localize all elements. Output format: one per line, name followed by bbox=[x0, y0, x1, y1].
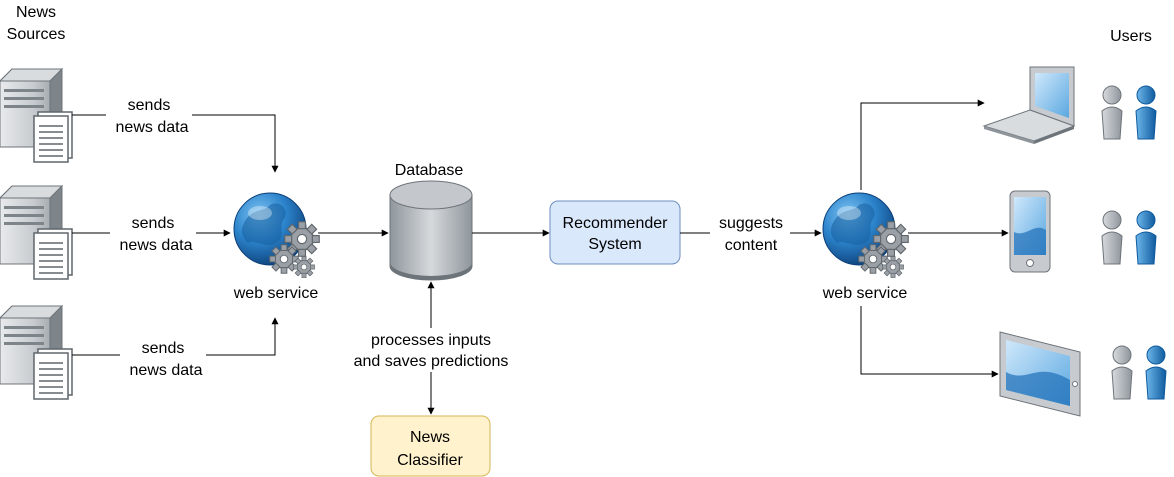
news-classifier-box[interactable]: News Classifier bbox=[370, 415, 491, 477]
web-service-right[interactable]: web service bbox=[822, 193, 908, 302]
database-label: Database bbox=[395, 162, 464, 179]
tablet-icon[interactable] bbox=[1009, 190, 1051, 273]
database-icon bbox=[389, 180, 473, 281]
svg-text:news data: news data bbox=[130, 362, 203, 379]
edge-webservice-to-laptop bbox=[860, 99, 985, 190]
svg-text:sends: sends bbox=[142, 340, 185, 357]
edge-label-sends-2: sends news data bbox=[110, 212, 196, 254]
svg-text:content: content bbox=[725, 237, 778, 254]
user-pair-icon bbox=[1101, 85, 1157, 140]
laptop-icon[interactable] bbox=[982, 66, 1076, 144]
svg-text:Sources: Sources bbox=[7, 26, 66, 43]
news-source-1[interactable] bbox=[0, 68, 73, 163]
document-icon bbox=[33, 228, 73, 280]
edge-label-sends-3: sends news data bbox=[120, 338, 206, 380]
user-pair-icon bbox=[1101, 210, 1157, 265]
svg-text:sends: sends bbox=[128, 97, 171, 114]
globe-gears-icon bbox=[234, 193, 319, 278]
edge-webservice-to-wide-tablet bbox=[860, 306, 999, 378]
database[interactable]: Database bbox=[389, 162, 473, 281]
user-pair-icon bbox=[1111, 345, 1167, 400]
users-title: Users bbox=[1110, 28, 1152, 45]
svg-text:Recommender: Recommender bbox=[563, 215, 669, 232]
wide-tablet-icon[interactable] bbox=[999, 331, 1081, 417]
recommender-system-box[interactable]: Recommender System bbox=[549, 200, 681, 265]
svg-text:news data: news data bbox=[116, 119, 189, 136]
web-service-left-label: web service bbox=[233, 285, 319, 302]
svg-text:news data: news data bbox=[120, 237, 193, 254]
svg-text:processes inputs: processes inputs bbox=[371, 332, 491, 349]
svg-text:Classifier: Classifier bbox=[397, 452, 463, 469]
globe-gears-icon bbox=[823, 193, 908, 278]
svg-text:suggests: suggests bbox=[719, 215, 783, 232]
document-icon bbox=[33, 111, 73, 163]
edge-label-suggests: suggests content bbox=[710, 212, 790, 254]
edge-label-processes: processes inputs and saves predictions bbox=[342, 328, 522, 372]
news-source-3[interactable] bbox=[0, 305, 73, 400]
news-sources-title: News Sources bbox=[7, 4, 66, 43]
svg-text:sends: sends bbox=[132, 215, 175, 232]
svg-text:System: System bbox=[588, 236, 641, 253]
svg-text:News: News bbox=[410, 429, 450, 446]
edge-label-sends-1: sends news data bbox=[106, 94, 192, 136]
document-icon bbox=[33, 348, 73, 400]
svg-text:News: News bbox=[16, 4, 56, 21]
web-service-right-label: web service bbox=[822, 285, 908, 302]
web-service-left[interactable]: web service bbox=[233, 193, 319, 302]
news-source-2[interactable] bbox=[0, 185, 73, 280]
svg-text:and saves predictions: and saves predictions bbox=[354, 353, 509, 370]
